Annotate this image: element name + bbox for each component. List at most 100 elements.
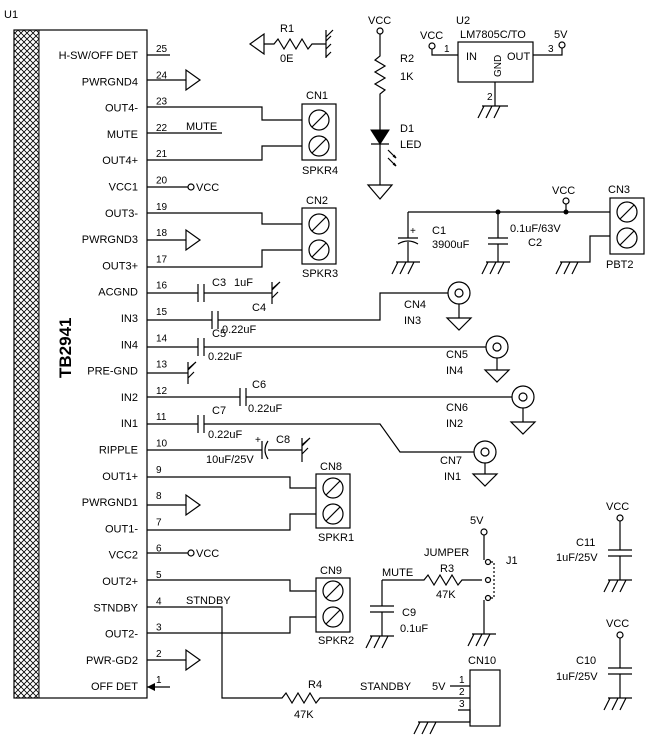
c7-value: 0.22uF	[208, 429, 243, 441]
r3-value: 47K	[436, 589, 456, 601]
connector-cn6: CN6 IN2	[446, 385, 537, 435]
vcc-label-r2: VCC	[368, 15, 391, 27]
u1-pin-number: 9	[156, 465, 162, 476]
vcc2-net: VCC	[196, 548, 219, 560]
u1-pin-name: IN1	[121, 418, 138, 430]
capacitor-c4: C4 0.22uF	[147, 292, 448, 336]
connector-cn1: CN1 SPKR4	[147, 90, 338, 177]
c2-ref: C2	[528, 237, 542, 249]
u1-pin-number: 6	[156, 544, 162, 555]
connector-cn7: CN7 IN1	[440, 440, 499, 487]
vcc-label-c11: VCC	[606, 501, 629, 513]
u1-pin-number: 1	[156, 675, 162, 686]
cn9-label: SPKR2	[318, 635, 354, 647]
resistor-r1: R1 0E	[248, 23, 334, 65]
connector-cn4: CN4 IN3	[404, 281, 473, 331]
d1-value: LED	[400, 139, 421, 151]
u2-pin1: 1	[444, 44, 450, 55]
u1-pin-number: 24	[156, 70, 168, 81]
v5-label-u2: 5V	[554, 29, 568, 41]
c8-value: 10uF/25V	[206, 454, 254, 466]
pregnd-ground	[147, 361, 197, 384]
u1-pin-number: 8	[156, 491, 162, 502]
cn1-ref: CN1	[306, 90, 328, 102]
u2-gnd-label: GND	[493, 55, 504, 77]
v5-label-cn10: 5V	[432, 681, 446, 693]
u1-pin-number: 4	[156, 596, 162, 607]
standby-net-label: STANDBY	[360, 681, 412, 693]
u1-pin-number: 2	[156, 649, 162, 660]
cn2-label: SPKR3	[302, 268, 338, 280]
connector-cn8: CN8 SPKR1	[147, 461, 354, 544]
cn2-ref: CN2	[306, 195, 328, 207]
u1-pin-name: ACGND	[98, 287, 138, 299]
c8-plus: +	[255, 435, 261, 446]
c6-value: 0.22uF	[248, 403, 283, 415]
u1-pin-number: 7	[156, 517, 162, 528]
r2-ref: R2	[400, 53, 414, 65]
connector-cn5: CN5 IN4	[446, 335, 511, 383]
cn6-label: IN2	[446, 418, 463, 430]
u2-pin2: 2	[487, 92, 493, 103]
c11-ref: C11	[576, 537, 595, 549]
c8-ref: C8	[276, 434, 290, 446]
u1-pin-name: IN3	[121, 313, 138, 325]
u1-hatch	[13, 29, 40, 699]
u1-pin-number: 12	[156, 386, 168, 397]
capacitor-c5: C5 0.22uF	[147, 328, 486, 363]
u1-pin-number: 25	[156, 44, 168, 55]
mute-network: MUTE R3 47K C9 0.1uF	[365, 563, 482, 649]
c10-value: 1uF/25V	[556, 671, 598, 683]
cn1-label: SPKR4	[302, 165, 338, 177]
c10-ref: C10	[576, 655, 596, 667]
c9-value: 0.1uF	[400, 623, 428, 635]
u1-pin-number: 16	[156, 281, 168, 292]
u1-pin-name: PWRGND1	[82, 497, 138, 509]
regulator-u2: U2 LM7805C/TO IN OUT GND VCC 1 5V 3 2	[420, 15, 568, 119]
u1-pin-name: OUT2-	[105, 629, 138, 641]
r4-value: 47K	[294, 709, 314, 721]
jumper-label: JUMPER	[424, 547, 469, 559]
u1-pin-number: 14	[156, 333, 168, 344]
capacitor-c8: + C8 10uF/25V	[147, 434, 311, 466]
capacitor-c6: C6 0.22uF	[147, 379, 512, 415]
capacitor-c7: C7 0.22uF	[147, 405, 474, 453]
u1-pin-number: 23	[156, 97, 168, 108]
r1-value: 0E	[280, 53, 293, 65]
led-branch: VCC R2 1K D1 LED	[366, 15, 421, 200]
u1-pin-number: 17	[156, 254, 168, 265]
u1-ref: U1	[4, 9, 18, 21]
u2-pin3: 3	[548, 44, 554, 55]
cn4-label: IN3	[404, 315, 421, 327]
cn10-ref: CN10	[468, 655, 496, 667]
cn5-ref: CN5	[446, 349, 468, 361]
u1-pin-number: 20	[156, 176, 168, 187]
c1-ref: C1	[432, 225, 446, 237]
u1-pin-name: RIPPLE	[99, 445, 138, 457]
u1-pin-number: 10	[156, 439, 168, 450]
decoupling-c10: VCC C10 1uF/25V	[556, 618, 632, 711]
c3-ref: C3	[212, 277, 226, 289]
d1-ref: D1	[400, 123, 414, 135]
u1-pin-number: 21	[156, 149, 168, 160]
u1-pin-name: OUT4-	[105, 103, 138, 115]
cn8-ref: CN8	[320, 461, 342, 473]
c9-ref: C9	[402, 607, 416, 619]
c5-value: 0.22uF	[208, 351, 243, 363]
stndby-net-label: STNDBY	[186, 595, 231, 607]
u1-pin-name: OUT3+	[102, 260, 138, 272]
c11-value: 1uF/25V	[556, 552, 598, 564]
c4-ref: C4	[252, 302, 266, 314]
cn10-pin1: 1	[459, 675, 465, 686]
standby-network: STNDBY R4 47K STANDBY 5V	[147, 595, 471, 735]
c1-plus: +	[410, 226, 416, 237]
u1-pin-number: 22	[156, 123, 168, 134]
power-input-section: VCC + C1 3900uF 0.1uF/63V C2 CN3 PBT2	[391, 184, 645, 275]
u1-pin-number: 19	[156, 202, 168, 213]
u1-pin-name: VCC2	[109, 550, 138, 562]
mute-net-label-2: MUTE	[382, 567, 413, 579]
u1-pin-name: OUT2+	[102, 576, 138, 588]
cn9-ref: CN9	[320, 565, 342, 577]
u1-pin-number: 3	[156, 623, 162, 634]
